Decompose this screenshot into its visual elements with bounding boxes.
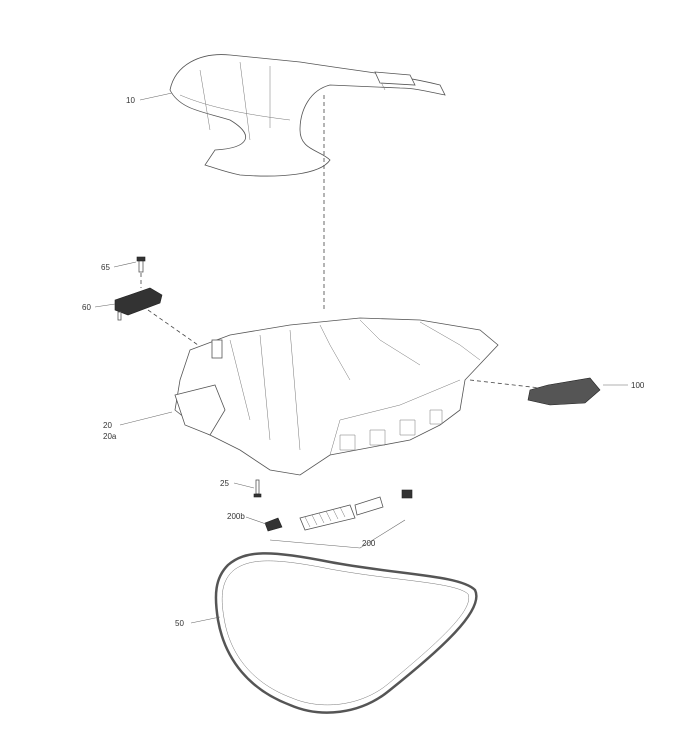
callout-50: 50 (175, 619, 184, 628)
part-latch (527, 377, 601, 406)
part-screw-25 (253, 479, 262, 498)
leader-line (269, 519, 406, 549)
callout-65: 65 (101, 263, 110, 272)
part-seal (214, 552, 478, 714)
callout-25: 25 (220, 479, 229, 488)
part-bracket-60 (114, 287, 163, 321)
callout-20: 20 (103, 421, 112, 430)
callout-200b: 200b (227, 512, 245, 521)
part-upper-cover (169, 54, 446, 177)
part-storage-compartment (174, 317, 499, 476)
callout-100: 100 (631, 381, 645, 390)
alignment-line (147, 309, 199, 346)
leader-lines (94, 92, 628, 624)
callout-60: 60 (82, 303, 91, 312)
part-screw-65 (136, 256, 146, 273)
callout-200: 200 (362, 539, 376, 548)
callout-20a: 20a (103, 432, 117, 441)
part-gas-spring (264, 489, 413, 532)
alignment-line (469, 379, 541, 389)
callout-10: 10 (126, 96, 135, 105)
